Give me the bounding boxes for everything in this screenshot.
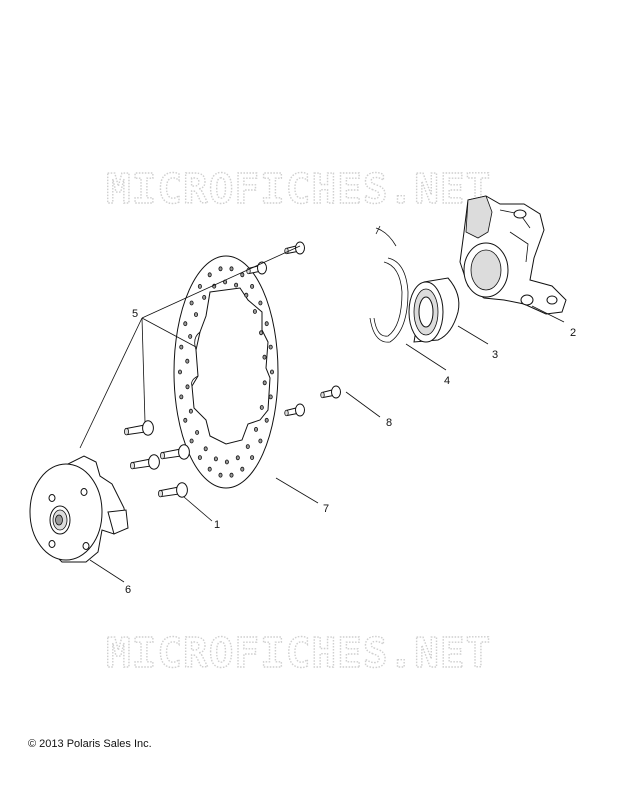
rotor-vent-hole — [269, 369, 274, 375]
rotor-vent-hole — [229, 266, 234, 272]
rotor-vent-hole — [252, 309, 257, 314]
rotor-vent-hole — [183, 417, 188, 423]
rotor-vent-hole — [202, 294, 207, 300]
rotor-vent-hole — [207, 466, 212, 472]
bolt — [157, 482, 188, 498]
rotor-vent-hole — [179, 394, 184, 400]
callout-8: 8 — [386, 417, 392, 429]
rotor-vent-hole — [203, 446, 208, 452]
rotor-vent-hole — [185, 384, 190, 390]
bolt — [320, 385, 341, 399]
rotor-vent-hole — [259, 405, 264, 410]
rotor-vent-hole — [195, 430, 200, 435]
rotor-vent-hole — [218, 472, 223, 478]
rotor-vent-hole — [244, 292, 249, 298]
steering-knuckle-part — [459, 195, 567, 315]
leader-lines — [79, 245, 565, 583]
rotor-vent-hole — [179, 344, 184, 350]
rotor-vent-hole — [250, 455, 255, 461]
rotor-vent-hole — [264, 417, 269, 423]
brake-rotor-part — [173, 255, 279, 489]
rotor-vent-hole — [245, 444, 250, 450]
retaining-ring-part — [369, 225, 409, 343]
rotor-vent-hole — [197, 283, 202, 289]
callout-3: 3 — [492, 349, 498, 361]
rotor-vent-hole — [197, 455, 202, 461]
rotor-vent-hole — [258, 438, 263, 444]
rotor-vent-hole — [235, 455, 240, 461]
rotor-vent-hole — [259, 330, 264, 336]
rotor-vent-hole — [262, 380, 267, 386]
rotor-vent-hole — [189, 438, 194, 444]
wheel-hub-part — [29, 455, 129, 563]
rotor-vent-hole — [268, 394, 273, 400]
callout-5: 5 — [132, 308, 138, 320]
rotor-vent-hole — [193, 312, 198, 318]
rotor-vent-hole — [258, 300, 263, 306]
rotor-vent-hole — [229, 472, 234, 478]
callout-7: 7 — [323, 503, 329, 515]
rotor-vent-hole — [250, 283, 255, 289]
bolt — [284, 241, 305, 255]
rotor-vent-hole — [177, 369, 182, 375]
rotor-vent-hole — [268, 344, 273, 350]
watermark-top: MICROFICHES.NET — [106, 165, 491, 213]
callout-4: 4 — [444, 375, 450, 387]
rotor-vent-hole — [262, 354, 267, 360]
rotor-vent-hole — [188, 334, 193, 339]
rotor-vent-hole — [240, 272, 245, 278]
callout-6: 6 — [125, 584, 131, 596]
rotor-vent-hole — [185, 358, 190, 364]
rotor-vent-hole — [207, 272, 212, 278]
rotor-vent-hole — [264, 321, 269, 327]
rotor-vent-hole — [188, 408, 193, 414]
rotor-vent-hole — [183, 321, 188, 327]
rotor-vent-hole — [224, 459, 229, 465]
bolt — [124, 420, 154, 436]
watermark-bottom: MICROFICHES.NET — [106, 629, 491, 677]
bolt — [284, 403, 305, 417]
rotor-vent-hole — [218, 266, 223, 272]
wheel-bearing-part — [408, 277, 460, 343]
rotor-vent-hole — [253, 426, 258, 432]
wheel-studs-group — [124, 241, 341, 498]
rotor-vent-holes — [177, 266, 274, 478]
bolt — [129, 454, 160, 470]
callout-1: 1 — [214, 519, 220, 531]
rotor-vent-hole — [189, 300, 194, 306]
rotor-vent-hole — [234, 282, 239, 288]
copyright-text: © 2013 Polaris Sales Inc. — [28, 738, 152, 750]
rotor-vent-hole — [240, 466, 245, 472]
bolt — [159, 444, 190, 460]
rotor-vent-hole — [213, 456, 218, 462]
callout-2: 2 — [570, 327, 576, 339]
bolt — [246, 261, 267, 275]
